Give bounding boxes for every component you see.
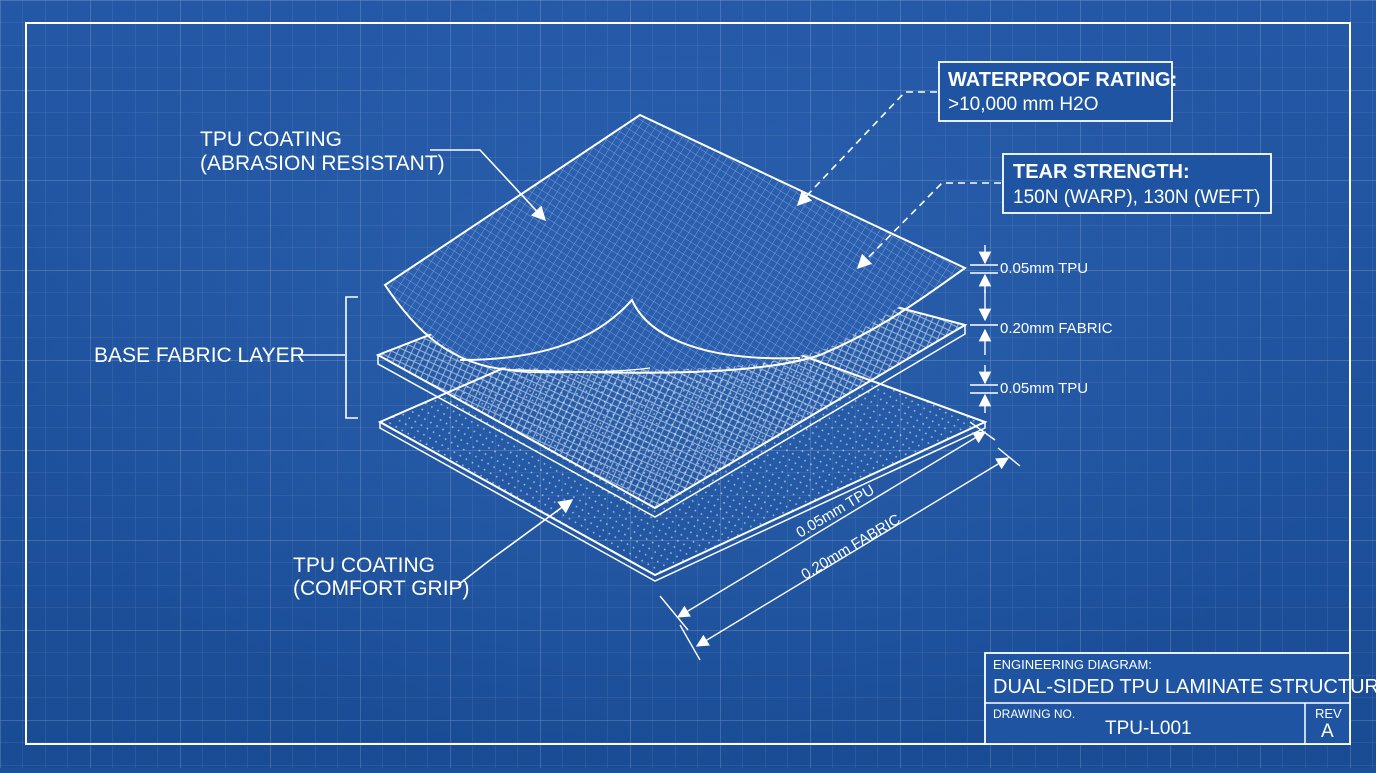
leader-top-coating [430,149,546,222]
callout-tear-title: TEAR STRENGTH: [1013,161,1190,183]
rev-label: REV [1315,706,1342,721]
label-bottom-coating-line2: (COMFORT GRIP) [293,577,470,600]
dim-layer-top: 0.05mm TPU [1000,260,1088,277]
leader-tear [856,182,1001,270]
label-top-coating-line2: (ABRASION RESISTANT) [200,152,445,175]
dim-layer-mid: 0.20mm FABRIC [1000,320,1113,337]
dim-layer-bottom: 0.05mm TPU [1000,380,1088,397]
drawing-no-label: DRAWING NO. [993,707,1075,721]
top-tpu-layer [383,113,967,374]
callout-waterproof-value: >10,000 mm H2O [948,94,1099,115]
label-top-coating-line1: TPU COATING [200,128,342,151]
title-block [984,652,1351,745]
leader-bottom-coating [457,499,574,586]
title-block-title: DUAL-SIDED TPU LAMINATE STRUCTURE [993,676,1376,698]
callout-waterproof-box [938,61,1173,122]
leader-waterproof [797,91,937,207]
drawing-border [25,22,1351,745]
callout-waterproof-title: WATERPROOF RATING: [948,69,1177,91]
title-block-heading: ENGINEERING DIAGRAM: [993,657,1152,672]
bracket-base-fabric [345,296,358,419]
label-base-fabric: BASE FABRIC LAYER [94,344,305,367]
label-bottom-coating-line1: TPU COATING [293,554,435,577]
thickness-dimensions [970,245,998,413]
drawing-no-value: TPU-L001 [1105,718,1192,739]
rev-value: A [1321,721,1334,742]
diagonal-dimensions [659,421,1021,661]
callout-tear-value: 150N (WARP), 130N (WEFT) [1013,187,1260,208]
callout-tear-box [1002,153,1272,214]
